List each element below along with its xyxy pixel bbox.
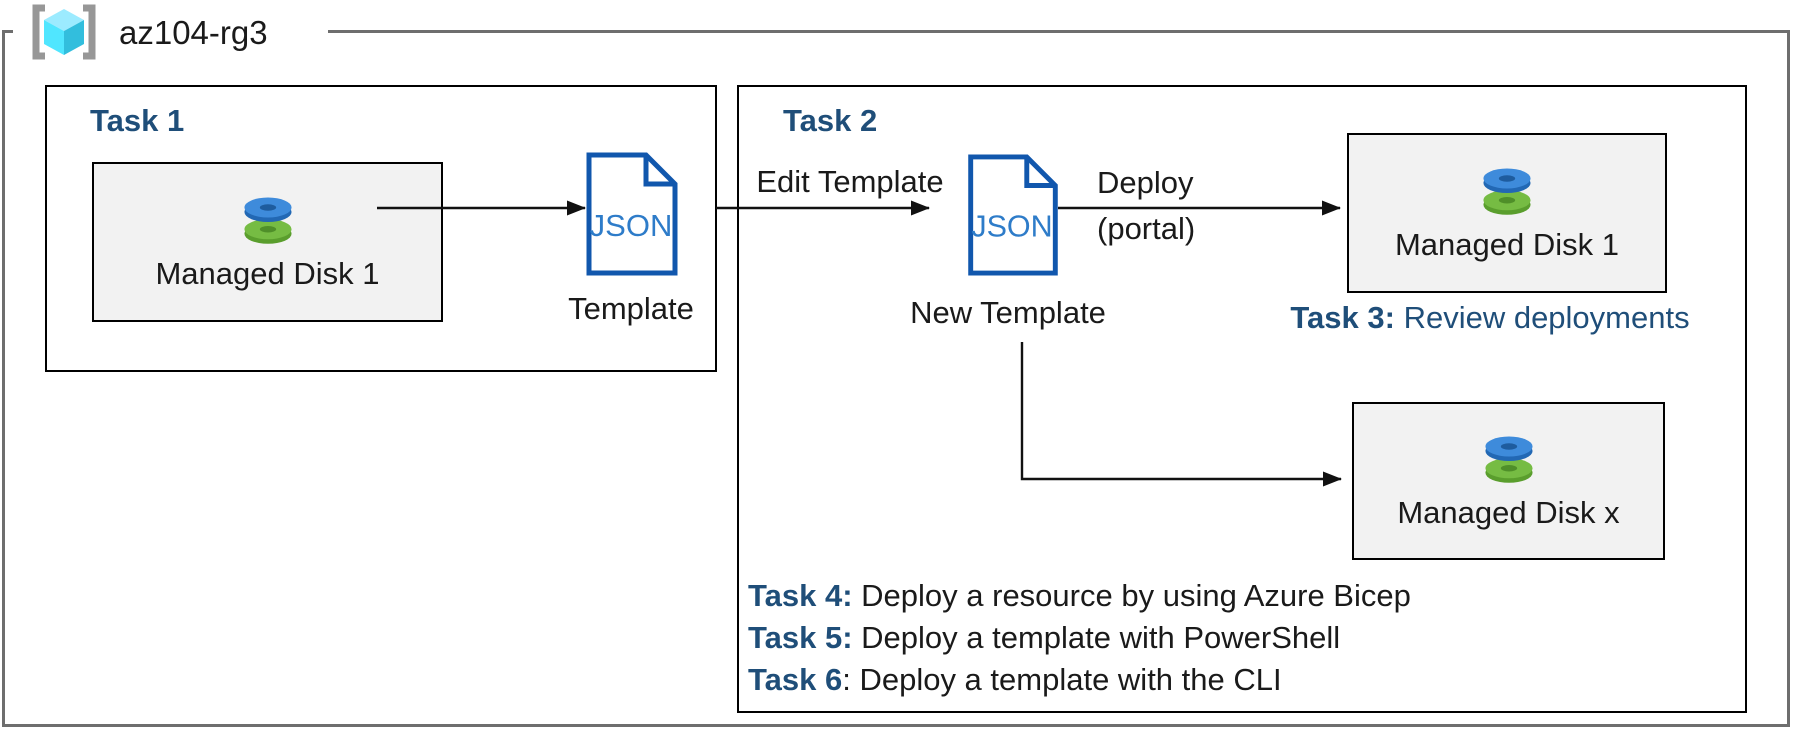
json-template-icon: JSON <box>586 152 678 276</box>
task6-line: Task 6: Deploy a template with the CLI <box>748 659 1411 701</box>
task3-text: Review deployments <box>1394 300 1690 335</box>
managed-disk-x-box: Managed Disk x <box>1352 402 1665 560</box>
managed-disk-1-label: Managed Disk 1 <box>1394 226 1619 262</box>
deploy-label: Deploy <box>1097 165 1194 200</box>
task4-title: Task 4: <box>748 578 853 613</box>
task4-line: Task 4: Deploy a resource by using Azure… <box>748 575 1411 617</box>
task-list: Task 4: Deploy a resource by using Azure… <box>748 575 1411 701</box>
edit-template-label: Edit Template <box>756 164 944 199</box>
task6-text: : Deploy a template with the CLI <box>842 662 1282 697</box>
task1-title: Task 1 <box>90 103 185 138</box>
managed-disk-1-deployed-box: Managed Disk 1 <box>1347 133 1667 293</box>
new-template-caption: New Template <box>910 295 1106 330</box>
deploy-portal-label: (portal) <box>1097 211 1196 246</box>
json-doc-text: JSON <box>590 208 673 243</box>
json-new-template-icon: JSON <box>968 154 1058 276</box>
task4-text: Deploy a resource by using Azure Bicep <box>852 578 1411 613</box>
json-doc-text: JSON <box>971 210 1052 244</box>
resource-group-icon <box>32 4 96 60</box>
frame-label-gap <box>13 28 328 37</box>
task5-text: Deploy a template with PowerShell <box>852 620 1341 655</box>
task6-title: Task 6 <box>748 662 843 697</box>
task3-line: Task 3: Review deployments <box>1270 300 1710 336</box>
task2-title: Task 2 <box>783 103 878 138</box>
template-caption: Template <box>568 291 694 326</box>
task5-title: Task 5: <box>748 620 853 655</box>
managed-disk-icon <box>1483 168 1531 215</box>
managed-disk-x-label: Managed Disk x <box>1397 494 1620 530</box>
task3-title: Task 3: <box>1290 300 1395 335</box>
resource-group-frame <box>2 30 1790 727</box>
managed-disk-icon <box>1484 436 1533 483</box>
resource-group-name: az104-rg3 <box>119 14 268 51</box>
managed-disk-1-box: Managed Disk 1 <box>92 162 443 322</box>
managed-disk-1-label: Managed Disk 1 <box>155 255 380 291</box>
managed-disk-icon <box>243 197 292 244</box>
task5-line: Task 5: Deploy a template with PowerShel… <box>748 617 1411 659</box>
